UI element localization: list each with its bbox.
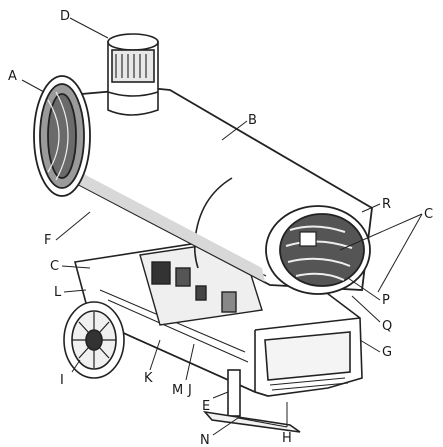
wheel [63, 301, 125, 379]
label-A: A [8, 69, 17, 84]
label-J: J [187, 383, 192, 398]
leader-lines [21, 17, 423, 436]
label-N: N [200, 433, 210, 447]
label-R: R [382, 197, 391, 212]
label-P: P [382, 293, 390, 308]
label-G: G [382, 345, 392, 360]
label-C-left: C [50, 259, 59, 274]
label-K: K [144, 371, 153, 386]
front-outlet [265, 205, 371, 295]
front-leg [202, 369, 301, 433]
label-L: L [54, 285, 62, 300]
label-E: E [202, 399, 210, 414]
chimney [107, 33, 159, 116]
label-Q: Q [382, 319, 392, 334]
rear-fan-guard [33, 75, 91, 197]
label-B: B [248, 113, 257, 128]
label-F: F [44, 233, 51, 248]
label-C-right: C [424, 207, 433, 222]
label-D: D [60, 9, 70, 24]
callout-labels: D A B R C F C L P Q G I K M J E N H [8, 9, 433, 447]
label-I: I [60, 373, 64, 388]
label-H: H [282, 431, 292, 446]
label-M: M [172, 383, 183, 398]
